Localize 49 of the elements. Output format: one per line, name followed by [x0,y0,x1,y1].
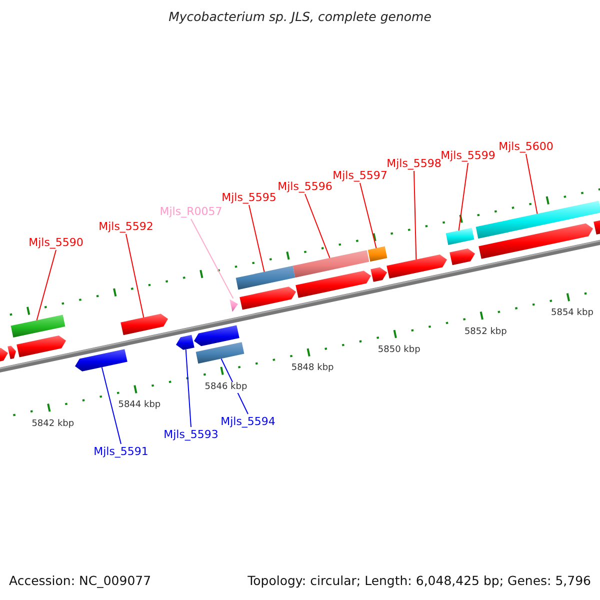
leader-line [458,162,468,232]
gene-bar [196,342,244,364]
gene-block [240,286,296,310]
leader-line [414,170,417,260]
gene-label: Mjls_5595 [222,191,276,204]
gene-bar [292,250,370,278]
leader-line [360,182,377,249]
scale-label: 5854 kbp [550,308,594,320]
gene-label: Mjls_R0057 [160,205,222,218]
scale-label: 5846 kbp [204,382,248,393]
scale-label: 5844 kbp [117,400,162,412]
gene-label: Mjls_5592 [98,220,154,233]
diagram-title: Mycobacterium sp. JLS, complete genome [168,9,432,24]
gene-block [75,349,128,372]
gene-block [450,248,475,266]
genome-summary-text: Topology: circular; Length: 6,048,425 bp; Genes: 5,796 [248,573,591,588]
scale-label: 5842 kbp [30,418,76,430]
scale-label: 5848 kbp [290,363,335,374]
leader-line [526,154,538,214]
leader-line [101,366,122,444]
leader-line [190,218,234,299]
accession-text: Accession: NC_009077 [9,573,152,588]
gene-label: Mjls_5597 [332,169,388,182]
gene-label: Mjls_5590 [28,236,84,249]
gene-block [370,267,387,282]
leader-line [304,194,330,258]
scale-label: 5852 kbp [463,326,508,338]
gene-bar [236,266,296,290]
leader-line [36,250,56,321]
gene-label: Mjls_5591 [94,445,148,458]
gene-label: Mjls_5594 [220,415,276,428]
gene-block [386,254,447,278]
gene-bar [476,200,600,239]
gene-bar [446,228,474,245]
gene-label: Mjls_5596 [278,180,332,193]
gene-label: Mjls_5599 [440,149,496,162]
gene-block [176,334,194,350]
gene-label: Mjls_5600 [498,140,554,153]
gene-block [478,223,593,259]
gene-block [120,314,168,336]
leader-line [248,204,265,272]
gene-block [296,270,371,298]
gene-label: Mjls_5593 [164,428,218,441]
scale-label: 5850 kbp [376,345,422,356]
leader-line [126,234,144,318]
gene-label: Mjls_5598 [386,157,442,170]
leader-line [185,348,192,428]
gene-bar [10,314,66,338]
gene-bar [368,246,388,262]
